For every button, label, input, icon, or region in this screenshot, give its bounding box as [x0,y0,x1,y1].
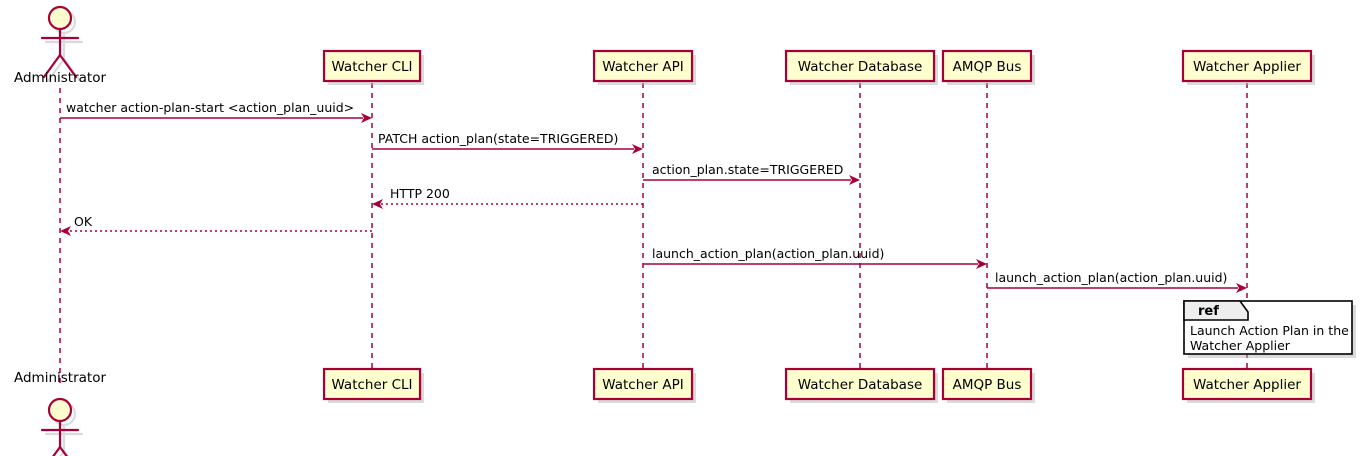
actor-administrator[interactable]: Administrator [14,370,106,456]
message-msg-5[interactable]: OK [60,214,372,236]
message-label: launch_action_plan(action_plan.uuid) [995,270,1227,285]
participant-label: Watcher CLI [331,377,412,393]
message-arrowhead [632,144,643,154]
lifelines-group [59,83,1248,388]
participant-box-watcher-database[interactable]: Watcher Database [784,49,938,85]
participant-box-amqp-bus[interactable]: AMQP Bus [941,367,1035,403]
ref-fragment-text-line: Watcher Applier [1190,338,1291,353]
participant-box-rect [592,49,694,83]
message-label: action_plan.state=TRIGGERED [652,162,843,177]
participant-label: Watcher API [602,59,684,75]
message-label: watcher action-plan-start <action_plan_u… [66,100,354,115]
participant-box-rect [784,367,936,401]
message-arrowhead [849,175,860,185]
participant-box-rect [1181,367,1313,401]
actor-head-icon [47,397,73,423]
participant-label: Watcher Database [798,59,923,75]
participant-label: Watcher Database [798,377,923,393]
participant-box-watcher-api[interactable]: Watcher API [592,49,696,85]
message-arrowhead [361,113,372,123]
message-label: OK [74,214,93,229]
actor-administrator[interactable]: Administrator [14,5,106,86]
messages-group: watcher action-plan-start <action_plan_u… [60,100,1247,293]
message-msg-1[interactable]: watcher action-plan-start <action_plan_u… [60,100,372,123]
message-arrowhead [60,226,71,236]
participant-box-rect [322,367,422,401]
participant-box-watcher-applier[interactable]: Watcher Applier [1181,367,1315,403]
participant-label: AMQP Bus [953,377,1022,393]
actor-label: Administrator [14,370,106,386]
message-label: PATCH action_plan(state=TRIGGERED) [378,131,618,146]
message-msg-7[interactable]: launch_action_plan(action_plan.uuid) [987,270,1247,293]
actor-label: Administrator [14,70,106,86]
participant-label: AMQP Bus [953,59,1022,75]
ref-fragment-text-line: Launch Action Plan in the [1190,323,1349,338]
participant-box-rect [941,49,1033,83]
participant-box-watcher-applier[interactable]: Watcher Applier [1181,49,1315,85]
actor-head-icon [47,5,73,31]
actor-body [40,419,80,456]
message-arrowhead [372,199,383,209]
participant-box-rect [592,367,694,401]
message-msg-3[interactable]: action_plan.state=TRIGGERED [643,162,860,185]
message-arrowhead [976,259,987,269]
participant-label: Watcher CLI [331,59,412,75]
participant-box-rect [784,49,936,83]
ref-fragment-tab [1183,300,1249,321]
message-label: launch_action_plan(action_plan.uuid) [652,246,884,261]
message-arrowhead [1236,283,1247,293]
message-msg-4[interactable]: HTTP 200 [372,186,643,209]
participant-box-watcher-cli[interactable]: Watcher CLI [322,367,424,403]
message-msg-2[interactable]: PATCH action_plan(state=TRIGGERED) [372,131,643,154]
participant-box-rect [941,367,1033,401]
participant-box-rect [1181,49,1313,83]
message-label: HTTP 200 [390,186,450,201]
participant-label: Watcher Applier [1193,377,1301,393]
participant-box-watcher-cli[interactable]: Watcher CLI [322,49,424,85]
participant-label: Watcher API [602,377,684,393]
message-msg-6[interactable]: launch_action_plan(action_plan.uuid) [643,246,987,269]
participant-box-watcher-api[interactable]: Watcher API [592,367,696,403]
ref-fragment-tab-label: ref [1198,304,1219,319]
participant-box-watcher-database[interactable]: Watcher Database [784,367,938,403]
participant-box-rect [322,49,422,83]
participant-label: Watcher Applier [1193,59,1301,75]
participant-box-amqp-bus[interactable]: AMQP Bus [941,49,1035,85]
actor-body [40,27,80,79]
